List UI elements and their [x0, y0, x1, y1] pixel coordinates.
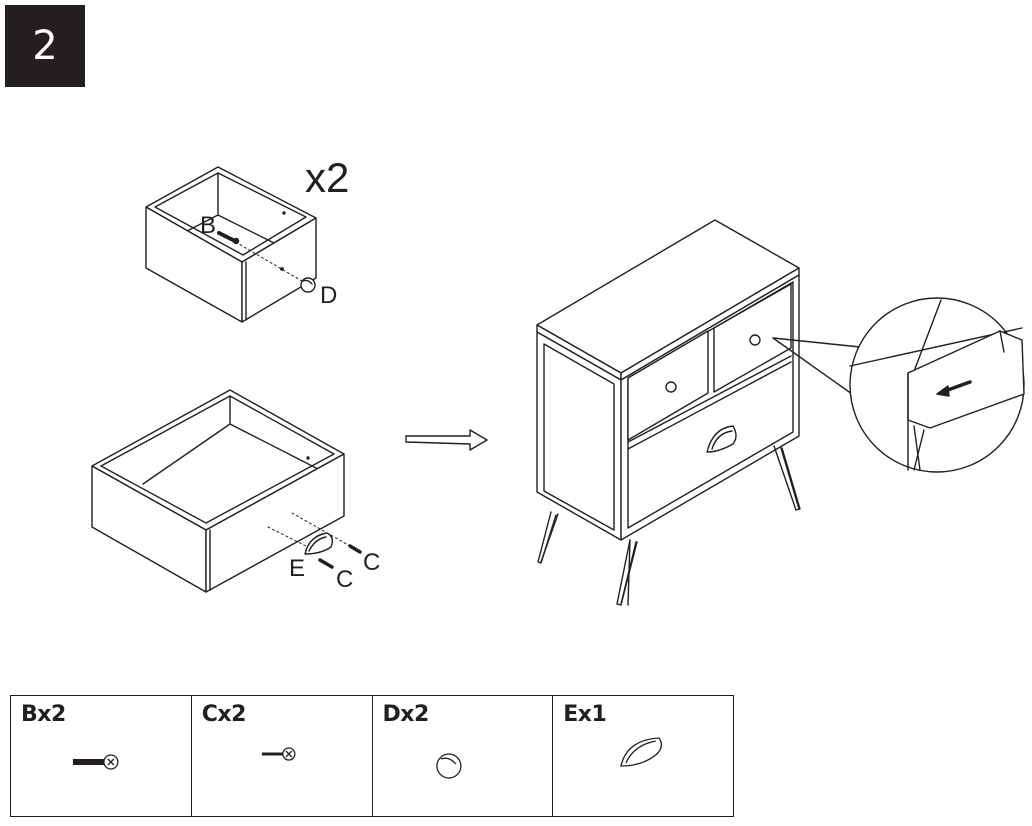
step-number-badge: 2 — [5, 5, 85, 87]
screw-b-icon — [217, 231, 240, 245]
knob-d-icon — [300, 277, 316, 293]
part-cell-c: Cx2 — [190, 695, 373, 817]
cabinet — [536, 219, 801, 606]
handle-e-icon — [304, 532, 334, 555]
label-b: B — [200, 212, 216, 239]
small-drawer: x2 B D — [145, 154, 349, 323]
hardware-parts-table: Bx2 Cx2 Dx2 Ex1 — [10, 695, 734, 817]
round-knob-icon — [435, 753, 462, 779]
part-label-e: Ex1 — [563, 702, 607, 727]
part-label-d: Dx2 — [382, 702, 430, 727]
label-c-right: C — [363, 549, 380, 576]
label-e: E — [289, 555, 305, 582]
assembly-diagram: x2 B D E C C — [91, 154, 1025, 606]
direction-arrow-icon — [405, 429, 488, 451]
short-screw-icon — [261, 747, 296, 761]
part-cell-b: Bx2 — [10, 695, 192, 817]
part-label-b: Bx2 — [21, 702, 66, 727]
label-d: D — [320, 282, 337, 309]
step-number: 2 — [32, 23, 58, 69]
push-arrow-icon — [936, 380, 972, 397]
part-label-c: Cx2 — [201, 702, 247, 727]
multiplier-label: x2 — [305, 154, 349, 201]
cup-handle-icon — [620, 737, 663, 767]
part-cell-e: Ex1 — [552, 695, 734, 817]
screw-c-icon — [318, 544, 362, 569]
label-c-bottom: C — [336, 566, 353, 593]
part-cell-d: Dx2 — [371, 695, 554, 817]
long-screw-icon — [72, 754, 119, 770]
detail-callout — [772, 297, 1025, 473]
large-drawer: E C C — [91, 389, 380, 593]
